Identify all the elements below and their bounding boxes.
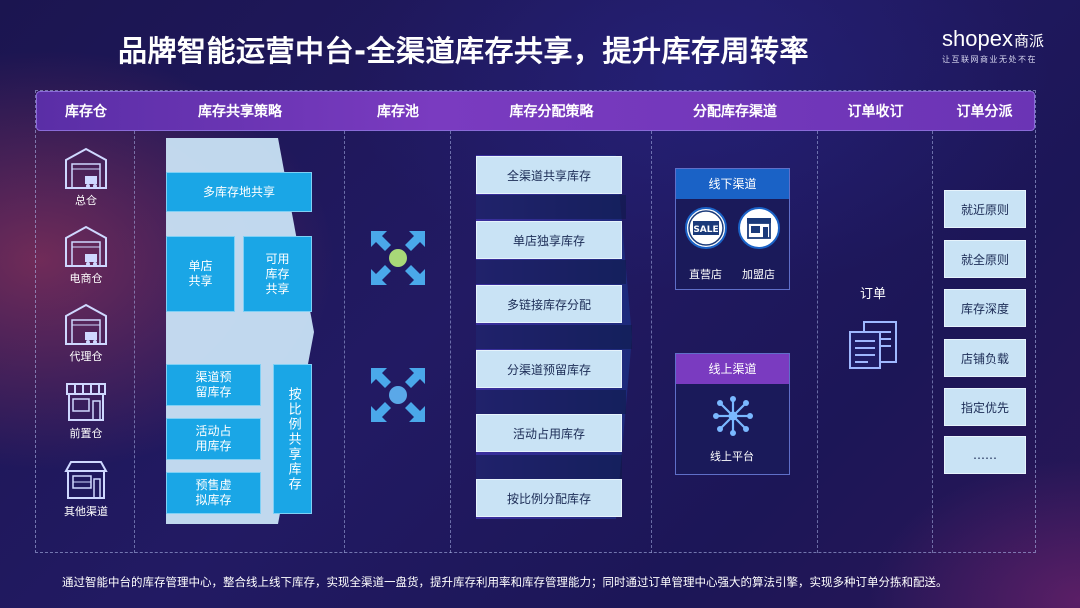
dispatch-rule: 指定优先 [944, 388, 1026, 426]
allocation-item: 多链接库存分配 [476, 285, 622, 323]
network-hub-icon [713, 396, 753, 436]
warehouse-label: 电商仓 [69, 272, 103, 285]
warehouse-icon [65, 303, 107, 345]
allocation-item: 单店独享库存 [476, 221, 622, 259]
warehouse-label: 总仓 [75, 194, 97, 207]
sharing-by-ratio: 按比例共享库存 [273, 364, 312, 514]
order-intake-label: 订单 [860, 287, 887, 302]
warehouse-other: 其他渠道 [60, 459, 112, 519]
svg-text:SALE: SALE [693, 225, 718, 235]
offline-channel-item: 直营店 [689, 268, 722, 281]
warehouse-icon [65, 225, 107, 267]
warehouse-agent: 代理仓 [60, 302, 112, 364]
warehouse-label: 代理仓 [69, 350, 103, 363]
allocation-item: 全渠道共享库存 [476, 156, 622, 194]
sharing-presale-virtual: 预售虚 拟库存 [166, 472, 261, 514]
allocation-item: 按比例分配库存 [476, 479, 622, 517]
sharing-activity-occupy: 活动占 用库存 [166, 418, 261, 460]
column-divider [817, 131, 818, 553]
sharing-multi-pool: 多库存地共享 [166, 172, 312, 212]
column-header: 库存池 [377, 104, 419, 120]
column-header: 订单收订 [847, 104, 904, 120]
online-channel-card: 线上渠道 线上平台 [675, 353, 790, 475]
warehouse-label: 前置仓 [69, 427, 103, 440]
storefront-icon [64, 461, 108, 499]
offline-channel-title: 线下渠道 [676, 169, 789, 199]
brand-logo: shopex商派 让互联网商业无处不在 [942, 26, 1062, 65]
column-divider [344, 131, 345, 553]
online-channel-item: 线上平台 [710, 450, 754, 463]
warehouse-label: 其他渠道 [64, 505, 108, 518]
dispatch-rule: 库存深度 [944, 289, 1026, 327]
warehouse-forward: 前置仓 [60, 381, 112, 441]
column-divider [932, 131, 933, 553]
sharing-single-store: 单店 共享 [166, 236, 235, 312]
offline-channel-item: 加盟店 [742, 268, 775, 281]
allocation-item: 活动占用库存 [476, 414, 622, 452]
converge-node-icon [371, 231, 425, 285]
footer-note: 通过智能中台的库存管理中心，整合线上线下库存，实现全渠道一盘货，提升库存利用率和… [62, 575, 948, 589]
dispatch-rule: 就全原则 [944, 240, 1026, 278]
sale-icon: SALE [685, 207, 727, 249]
column-header-bar: 库存仓 库存共享策略 库存池 库存分配策略 分配库存渠道 订单收订 订单分派 [36, 91, 1035, 131]
column-divider [450, 131, 451, 553]
page-title: 品牌智能运营中台-全渠道库存共享，提升库存周转率 [118, 34, 810, 68]
dispatch-rule: …… [944, 436, 1026, 474]
order-document-icon [849, 321, 897, 369]
storefront-icon [738, 207, 780, 249]
allocation-item: 分渠道预留库存 [476, 350, 622, 388]
warehouse-ecommerce: 电商仓 [60, 224, 112, 286]
brand-name-cn: 商派 [1013, 32, 1044, 50]
offline-channel-card: 线下渠道 SALE 直营店 加盟店 [675, 168, 790, 290]
warehouse-main: 总仓 [60, 146, 112, 208]
converge-node-icon [371, 368, 425, 422]
brand-name-en: shopex [942, 26, 1013, 51]
dispatch-rule: 店铺负载 [944, 339, 1026, 377]
warehouse-icon [65, 147, 107, 189]
column-header: 库存仓 [65, 104, 107, 120]
allocation-arrow-shape [476, 155, 632, 519]
dispatch-rule: 就近原则 [944, 190, 1026, 228]
brand-slogan: 让互联网商业无处不在 [942, 55, 1037, 64]
diagram-frame [35, 90, 1036, 553]
column-divider [651, 131, 652, 553]
storefront-icon [66, 383, 106, 421]
column-header: 库存共享策略 [198, 104, 282, 120]
column-divider [134, 131, 135, 553]
column-header: 分配库存渠道 [693, 104, 777, 120]
sharing-available-stock: 可用 库存 共享 [243, 236, 312, 312]
column-header: 订单分派 [956, 104, 1013, 120]
online-channel-title: 线上渠道 [676, 354, 789, 384]
column-header: 库存分配策略 [509, 104, 594, 120]
sharing-channel-reserve: 渠道预 留库存 [166, 364, 261, 406]
